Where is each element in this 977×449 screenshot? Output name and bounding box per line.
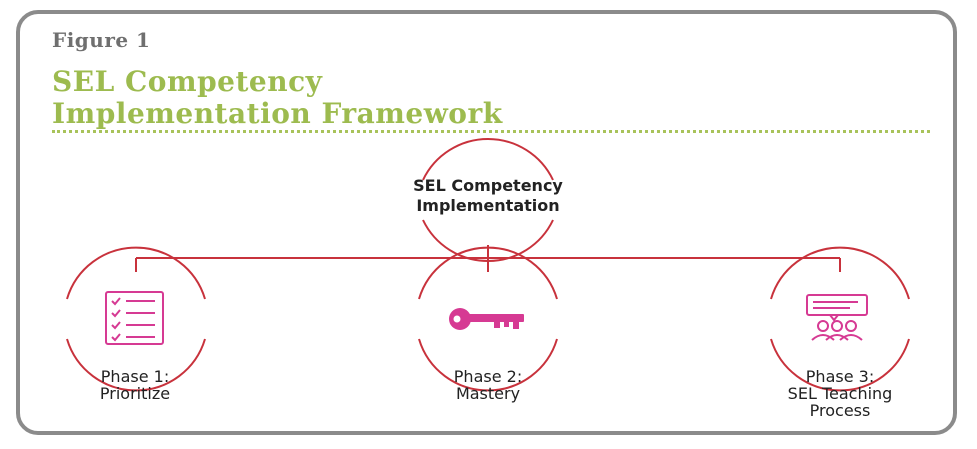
root-label-line-1: SEL Competency: [413, 176, 563, 195]
figure-title-line-2: Implementation Framework: [52, 97, 503, 130]
phase-3-label-line-1: Phase 3:: [805, 367, 875, 386]
phase-3-bottom-arc: [770, 338, 910, 392]
key-icon: [449, 308, 524, 330]
phase-2-circle: [418, 246, 558, 392]
root-circle: [422, 138, 554, 262]
phase-1-label: Phase 1: Prioritize: [50, 368, 220, 402]
phase-3-circle: [770, 246, 910, 392]
phase-2-label-line-2: Mastery: [455, 384, 521, 403]
figure-label: Figure 1: [52, 28, 151, 52]
root-circle-top-arc: [422, 138, 554, 181]
phase-1-circle: [66, 246, 206, 392]
connector-lines: [135, 245, 841, 272]
phase-1-bottom-arc: [66, 338, 206, 392]
phase-3-label-line-2: SEL Teaching: [787, 384, 893, 403]
figure-title: SEL Competency Implementation Framework: [52, 66, 503, 130]
root-circle-bottom-arc: [422, 219, 554, 262]
figure-title-line-1: SEL Competency: [52, 65, 323, 98]
dotted-divider: [52, 130, 930, 133]
phase-3-label-line-3: Process: [809, 401, 871, 420]
phase-1-label-line-1: Phase 1:: [100, 367, 170, 386]
phase-1-top-arc: [66, 246, 206, 300]
phase-2-label-line-1: Phase 2:: [453, 367, 523, 386]
phase-3-top-arc: [770, 246, 910, 300]
phase-3-label: Phase 3: SEL Teaching Process: [755, 368, 925, 419]
root-node-label: SEL Competency Implementation: [388, 176, 588, 216]
phase-2-bottom-arc: [418, 338, 558, 392]
figure-frame: [16, 10, 957, 435]
teacher-students-icon: [806, 294, 868, 341]
phase-1-label-line-2: Prioritize: [99, 384, 171, 403]
phase-2-top-arc: [418, 246, 558, 300]
root-label-line-2: Implementation: [416, 196, 560, 215]
checklist-icon: [105, 291, 164, 345]
phase-2-label: Phase 2: Mastery: [403, 368, 573, 402]
